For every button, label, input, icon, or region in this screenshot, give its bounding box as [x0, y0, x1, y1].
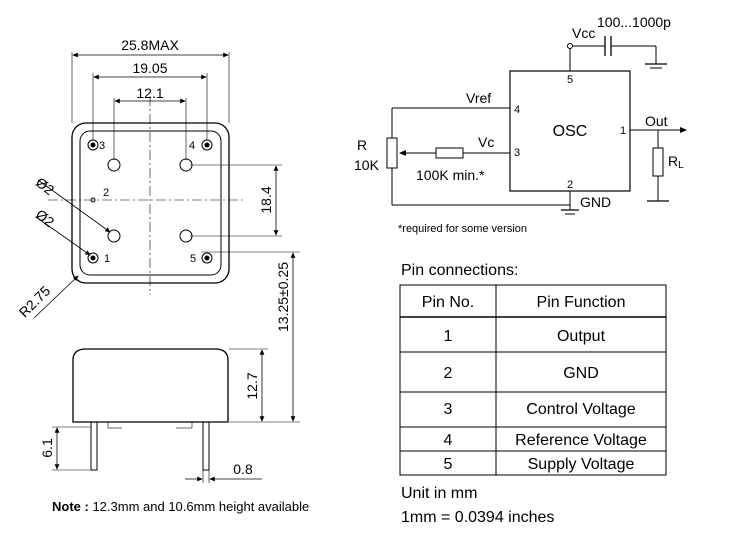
osc-pin-1: 1 [620, 125, 626, 137]
pot-value-label: 10K [354, 157, 380, 173]
osc-pin-5: 5 [567, 74, 573, 86]
pin-label-2: 2 [103, 187, 109, 199]
package-inner-outline [79, 130, 222, 276]
out-label: Out [645, 113, 668, 129]
series-resistor-label: 100K min.* [416, 167, 485, 183]
mark-bottom-left [107, 229, 121, 243]
row1-pin-no: 1 [444, 328, 453, 345]
series-resistor [435, 147, 464, 159]
row1-pin-function: Output [557, 328, 606, 345]
gnd-label: GND [580, 194, 611, 210]
side-body [72, 348, 229, 423]
header-pin-no: Pin No. [422, 294, 474, 311]
leader-diam-2 [35, 216, 91, 256]
row2-pin-function: GND [563, 365, 599, 382]
package-side-view [52, 251, 300, 483]
row4-pin-no: 4 [444, 432, 453, 449]
row5-pin-function: Supply Voltage [528, 456, 635, 473]
leader-diam-1 [37, 179, 111, 233]
label-width-max: 25.8MAX [121, 37, 179, 53]
vcc-node [567, 43, 573, 49]
load-resistor [652, 147, 664, 177]
footnote: *required for some version [398, 223, 527, 235]
label-body-height: 12.7 [244, 372, 260, 399]
note-line: Note : 12.3mm and 10.6mm height availabl… [52, 499, 309, 514]
pin-table-border [399, 284, 667, 476]
label-pin-span: 19.05 [132, 60, 167, 76]
cap-value-label: 100...1000p [597, 14, 671, 30]
label-height: 18.4 [258, 186, 274, 213]
pin-label-3: 3 [99, 140, 105, 152]
pin5-hole [201, 252, 213, 264]
vc-label: Vc [478, 134, 494, 150]
osc-pin-3: 3 [514, 147, 520, 159]
pin3-dot [90, 142, 96, 148]
pin5-dot [204, 255, 210, 261]
package-outline [71, 122, 230, 284]
potentiometer [386, 137, 398, 169]
row5-pin-no: 5 [444, 456, 453, 473]
vcc-label: Vcc [572, 25, 595, 41]
osc-label: OSC [553, 123, 588, 140]
schematic [386, 36, 687, 215]
rl-label: RL [668, 153, 684, 171]
pin2-mark [90, 197, 96, 203]
pin4-dot [204, 142, 210, 148]
row3-pin-no: 3 [444, 401, 453, 418]
pin-table [399, 284, 667, 476]
pin-label-4: 4 [189, 140, 195, 152]
package-top-view [33, 52, 282, 319]
vref-label: Vref [466, 90, 491, 106]
label-radius: R2.75 [16, 282, 54, 320]
pin-label-5: 5 [190, 253, 196, 265]
row2-pin-no: 2 [444, 365, 453, 382]
conversion-text: 1mm = 0.0394 inches [401, 509, 554, 526]
pot-r-label: R [357, 137, 367, 153]
pin1-hole [87, 252, 99, 264]
leader-radius [33, 275, 79, 319]
side-pin-right [202, 421, 210, 471]
label-inner-span: 12.1 [136, 85, 163, 101]
unit-text: Unit in mm [401, 485, 477, 502]
pin-label-1: 1 [104, 253, 110, 265]
osc-pin-4: 4 [514, 104, 520, 116]
row4-pin-function: Reference Voltage [515, 432, 647, 449]
side-pin-left [90, 421, 98, 471]
osc-pin-2: 2 [567, 179, 573, 191]
row3-pin-function: Control Voltage [526, 401, 636, 418]
label-pin-vertical: 13.25±0.25 [275, 262, 291, 332]
label-pin-diameter: 0.8 [233, 461, 253, 477]
pin1-dot [90, 255, 96, 261]
label-diam-1: Ø2 [33, 174, 58, 198]
label-pin-length: 6.1 [39, 438, 55, 458]
label-diam-2: Ø2 [33, 206, 58, 230]
header-pin-function: Pin Function [537, 294, 626, 311]
mark-top-left [107, 158, 121, 172]
pin-table-title: Pin connections: [401, 262, 518, 279]
